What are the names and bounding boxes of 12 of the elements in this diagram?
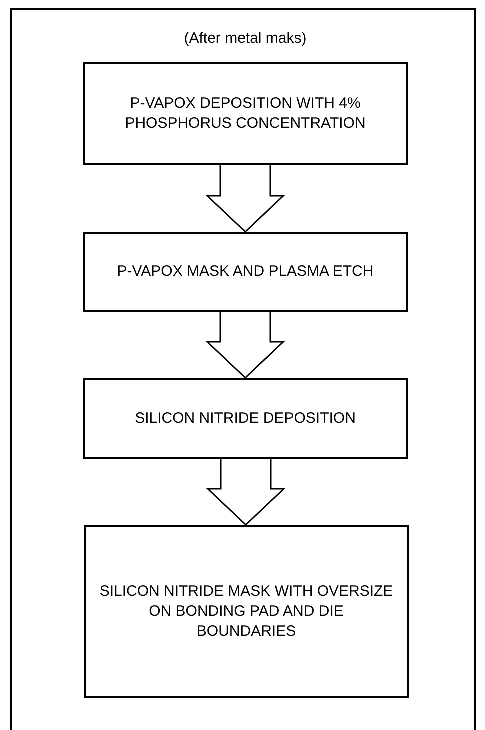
step-text: P-VAPOX DEPOSITION WITH 4% PHOSPHORUS CONCENTRATION [124, 94, 367, 134]
block-arrow [206, 164, 286, 234]
step-text: SILICON NITRIDE DEPOSITION [135, 408, 356, 428]
step-text: SILICON NITRIDE MASK WITH OVERSIZE ON BONDING PAD AND DIE BOUNDARIES [98, 582, 394, 642]
step-text: P-VAPOX MASK AND PLASMA ETCH [117, 262, 374, 282]
block-arrow [206, 311, 286, 380]
block-arrow [206, 458, 286, 526]
process-box [83, 62, 408, 165]
process-box [84, 525, 409, 698]
process-box [83, 232, 408, 312]
process-box [83, 378, 408, 459]
note-text: (After metal maks) [184, 30, 307, 47]
